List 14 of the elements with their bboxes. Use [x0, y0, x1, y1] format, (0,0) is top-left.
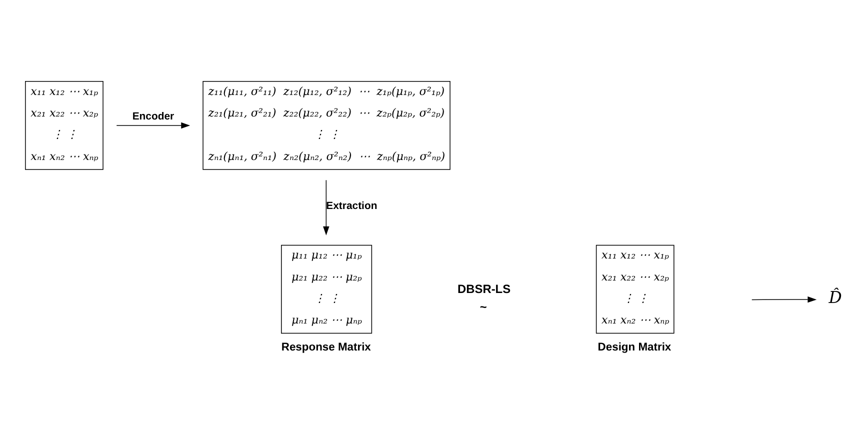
- arrow: [323, 179, 330, 235]
- node-box: μ₁₁ μ₁₂ ⋯ μ₁ₚ μ₂₁ μ₂₂ ⋯ μ₂ₚ ⋮ ⋮ μₙ₁ μₙ₂ ⋯ μₙₚ: [281, 244, 372, 334]
- edge-label: Encoder: [132, 111, 174, 122]
- label: ~: [480, 299, 487, 314]
- node-text: D̂: [828, 288, 842, 307]
- node-box: z₁₁(μ₁₁, σ²₁₁) z₁₂(μ₁₂, σ²₁₂) ⋯ z₁ₚ(μ₁ₚ, σ²₁ₚ) z₂₁(μ₂₁, σ²₂₁) z₂₂(μ₂₂, σ²₂₂) ⋯ z₂ₚ(μ₂ₚ, σ²₂ₚ) ⋮ ⋮ zₙ₁(μₙ₁, σ²ₙ₁) zₙ₂(μₙ₂, σ²ₙ₂) ⋯ zₙₚ(μₙₚ, σ²ₙₚ): [202, 80, 450, 170]
- edge-label: Extraction: [326, 200, 378, 212]
- arrow: [752, 296, 817, 302]
- node-label: Design Matrix: [598, 340, 672, 353]
- node-box: x₁₁ x₁₂ ⋯ x₁ₚ x₂₁ x₂₂ ⋯ x₂ₚ ⋮ ⋮ xₙ₁ xₙ₂ ⋯ xₙₚ: [25, 80, 104, 170]
- node-box: x₁₁ x₁₂ ⋯ x₁ₚ x₂₁ x₂₂ ⋯ x₂ₚ ⋮ ⋮ xₙ₁ xₙ₂ ⋯ xₙₚ: [596, 244, 674, 334]
- arrow: [116, 122, 190, 128]
- node-label: Response Matrix: [281, 340, 371, 353]
- label: DBSR-LS: [458, 281, 511, 296]
